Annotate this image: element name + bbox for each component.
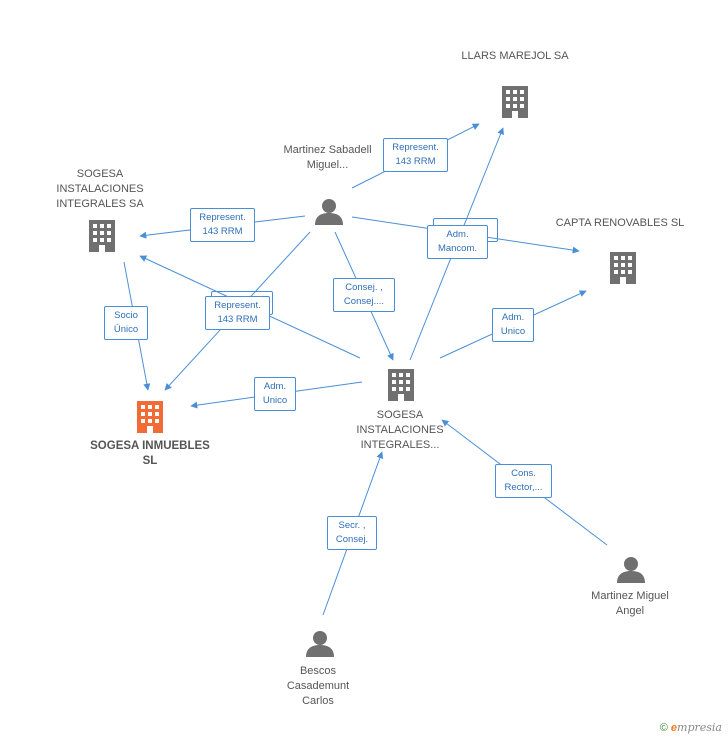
brand-name: mpresia (677, 721, 722, 734)
node-label-martinez-miguel-angel[interactable]: Martinez Miguel Angel (591, 590, 669, 617)
sogesa-int-building-icon[interactable] (388, 369, 414, 401)
sogesa-sa-building-icon[interactable] (89, 220, 115, 252)
node-label-bescos[interactable]: Bescos Casademunt Carlos (286, 665, 350, 707)
martinez-miguel-angel-person-icon[interactable] (617, 557, 645, 583)
edge-label-represent[interactable]: Represent.143 RRM (383, 138, 448, 172)
edge-label-secr-consej[interactable]: Secr. ,Consej. (327, 516, 377, 550)
node-label-sogesa-inm[interactable]: SOGESA INMUEBLES SL (90, 440, 210, 467)
copyright-symbol: © (659, 722, 668, 734)
edge-label-adm-mancom[interactable]: Adm.Mancom. (427, 225, 488, 259)
edge-label-consej[interactable]: Consej. ,Consej.... (333, 278, 395, 312)
footer-brand: © empresia (660, 721, 722, 734)
brand-initial: e (670, 722, 678, 734)
llars-building-icon[interactable] (502, 86, 528, 118)
node-label-sogesa-sa[interactable]: SOGESA INSTALACIONES INTEGRALES SA (56, 168, 144, 210)
edge-label-represent[interactable]: Represent.143 RRM (190, 208, 255, 242)
edge-label-cons-rector[interactable]: Cons.Rector,... (495, 464, 552, 498)
martinez-sabadell-person-icon[interactable] (315, 199, 343, 225)
edge-label-represent[interactable]: Represent.143 RRM (205, 296, 270, 330)
node-label-sogesa-int[interactable]: SOGESA INSTALACIONES INTEGRALES... (356, 409, 444, 451)
node-label-martinez-sabadell[interactable]: Martinez Sabadell Miguel... (283, 144, 372, 171)
sogesa-inm-building-icon[interactable] (137, 401, 163, 433)
capta-building-icon[interactable] (610, 252, 636, 284)
bescos-person-icon[interactable] (306, 631, 334, 657)
node-label-llars[interactable]: LLARS MAREJOL SA (461, 50, 569, 62)
node-label-capta[interactable]: CAPTA RENOVABLES SL (555, 217, 685, 229)
edge-label-adm-unico[interactable]: Adm.Unico (254, 377, 296, 411)
edge-label-adm-unico[interactable]: Adm.Unico (492, 308, 534, 342)
